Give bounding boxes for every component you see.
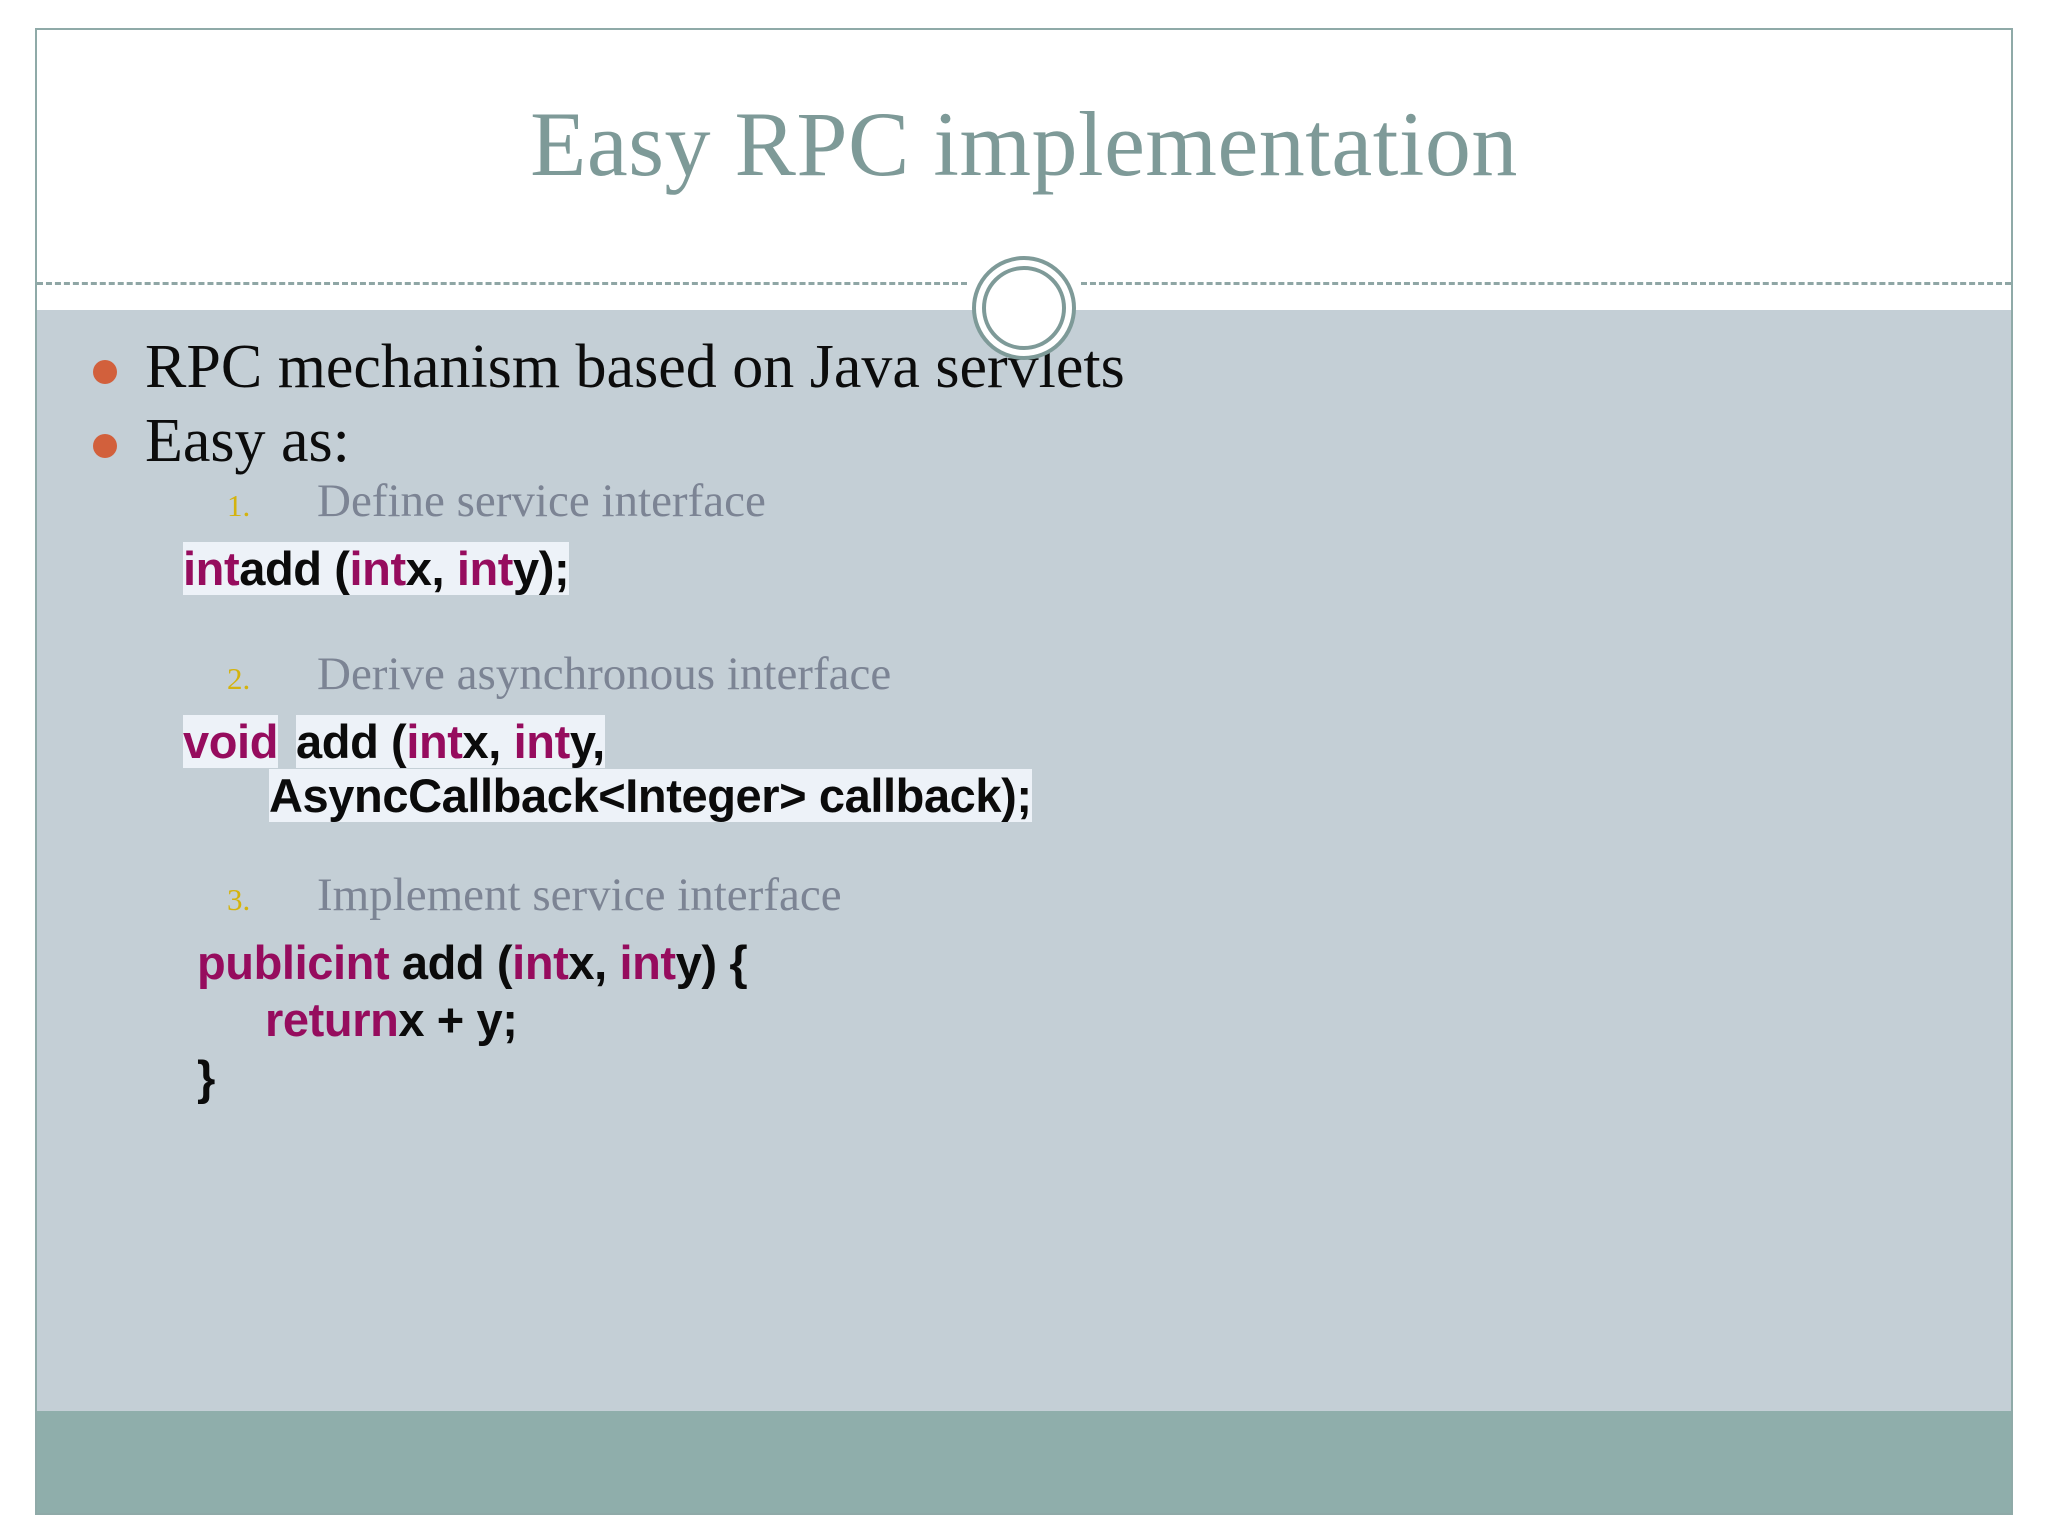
code-plain: x, bbox=[568, 935, 620, 989]
code-highlight: returnx + y; bbox=[265, 993, 518, 1047]
body-zone: RPC mechanism based on Java servlets Eas… bbox=[37, 310, 2011, 1411]
slide: Easy RPC implementation RPC mechanism ba… bbox=[35, 28, 2013, 1515]
list-item: RPC mechanism based on Java servlets bbox=[93, 332, 1971, 402]
step-heading: 3. Implement service interface bbox=[227, 868, 1981, 930]
code-plain: add ( bbox=[389, 935, 513, 989]
code-plain: add ( bbox=[296, 715, 407, 769]
code-plain: y, bbox=[569, 715, 605, 769]
step-heading: 2. Derive asynchronous interface bbox=[227, 651, 1981, 709]
spacer bbox=[227, 597, 1981, 651]
list-item: Easy as: bbox=[93, 406, 1971, 476]
step-label: Derive asynchronous interface bbox=[317, 648, 892, 701]
step-block-3: 3. Implement service interface publicint… bbox=[197, 868, 1981, 1106]
code-plain: y) { bbox=[675, 935, 748, 989]
step-label: Define service interface bbox=[317, 475, 766, 527]
code-highlight: AsyncCallback<Integer> callback); bbox=[269, 768, 1032, 822]
step-block-1: 1. Define service interface intadd (intx… bbox=[183, 478, 1981, 597]
code-keyword: void bbox=[183, 715, 279, 769]
code-line: AsyncCallback<Integer> callback); bbox=[269, 767, 1981, 824]
code-highlight: add (intx, inty, bbox=[296, 715, 605, 769]
step-label: Implement service interface bbox=[317, 868, 842, 921]
divider bbox=[37, 282, 2011, 286]
code-keyword: int bbox=[456, 542, 514, 595]
bullet-dot-icon bbox=[93, 360, 117, 384]
spacer bbox=[227, 824, 1981, 872]
numbered-steps: 1. Define service interface intadd (intx… bbox=[183, 478, 1981, 1106]
code-plain: x + y; bbox=[398, 993, 518, 1047]
step-heading: 1. Define service interface bbox=[227, 478, 1981, 536]
code-plain: add ( bbox=[239, 542, 350, 595]
code-segment: void bbox=[183, 715, 279, 769]
code-keyword: return bbox=[265, 993, 399, 1047]
code-highlight: publicint add (intx, inty) { bbox=[197, 935, 748, 989]
circle-ornament-icon bbox=[972, 256, 1076, 360]
code-line: returnx + y; bbox=[265, 991, 1981, 1048]
code-plain: y); bbox=[513, 542, 570, 595]
code-line: } bbox=[197, 1049, 1981, 1106]
code-keyword: int bbox=[349, 542, 407, 595]
divider-dash-left bbox=[37, 282, 967, 285]
step-number: 2. bbox=[227, 661, 251, 697]
bullet-text: Easy as: bbox=[145, 407, 350, 476]
code-keyword: int bbox=[183, 542, 240, 595]
code-plain: x, bbox=[462, 715, 514, 769]
code-keyword: int bbox=[513, 715, 571, 769]
code-highlight: intadd (intx, inty); bbox=[183, 542, 570, 595]
code-keyword: int bbox=[512, 935, 569, 989]
code-line: intadd (intx, inty); bbox=[183, 540, 1981, 597]
code-plain: } bbox=[197, 1050, 215, 1104]
code-segment: add (intx, inty, bbox=[296, 715, 605, 769]
step-number: 3. bbox=[227, 881, 251, 917]
bullet-dot-icon bbox=[93, 434, 117, 459]
divider-dash-right bbox=[1081, 282, 2011, 285]
code-line: publicint add (intx, inty) { bbox=[197, 934, 1981, 991]
code-plain: AsyncCallback<Integer> callback); bbox=[269, 768, 1032, 822]
code-plain: x, bbox=[405, 542, 457, 595]
code-highlight: } bbox=[197, 1051, 215, 1104]
bullet-text: RPC mechanism based on Java servlets bbox=[145, 333, 1125, 401]
code-keyword: int bbox=[619, 935, 676, 989]
bullet-list: RPC mechanism based on Java servlets Eas… bbox=[93, 332, 1971, 480]
page-title: Easy RPC implementation bbox=[530, 93, 1518, 195]
footer-bar bbox=[37, 1411, 2011, 1513]
code-highlight: void bbox=[183, 715, 279, 769]
code-keyword: int bbox=[406, 715, 463, 769]
code-keyword: int bbox=[332, 935, 390, 989]
code-keyword: public bbox=[197, 935, 333, 989]
step-number: 1. bbox=[227, 488, 251, 523]
